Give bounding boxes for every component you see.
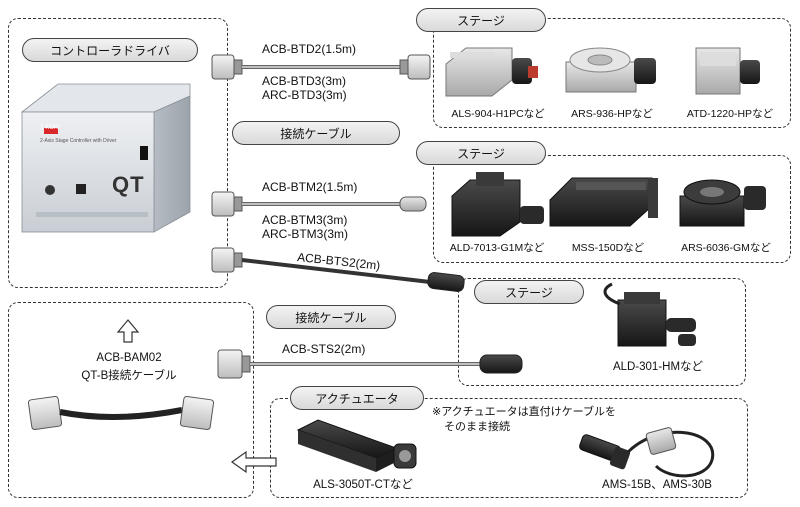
stage-als-904-image: [445, 47, 538, 97]
actuator-label-pill: アクチュエータ: [290, 386, 424, 410]
stage-caption-ars-936: ARS-936-HPなど: [571, 108, 653, 120]
controller-front-badge: Σ KOKI: [40, 125, 60, 131]
controller-front-note: 2-Axis Stage Controller with Driver: [40, 138, 117, 144]
stage-region-2: [433, 155, 791, 263]
bam-cable-region: [8, 302, 254, 498]
bam-cable-image: [27, 395, 215, 431]
left-arrow-icon: [230, 450, 277, 474]
cable-bts-image: [211, 247, 465, 292]
stage-ald-7013-image: [451, 172, 544, 237]
cable-label-arc-btd3: ARC-BTD3(3m): [262, 88, 347, 102]
actuator-caption-ams: AMS-15B、AMS-30B: [602, 479, 712, 491]
actuator-note-line2: そのまま接続: [444, 421, 510, 433]
stage-region-1: [433, 18, 791, 128]
up-arrow-icon: [116, 319, 140, 343]
stage-caption-atd-1220: ATD-1220-HPなど: [686, 108, 774, 120]
stage-label-pill-1: ステージ: [416, 8, 546, 32]
cable-btm-image: [211, 191, 427, 217]
stage-ars-936-image: [565, 47, 656, 93]
stage-label-pill-3: ステージ: [474, 280, 584, 304]
stage-caption-ald-7013: ALD-7013-G1Mなど: [449, 242, 545, 254]
stage-ars-6036-image: [679, 179, 766, 227]
stage-caption-ars-6036: ARS-6036-GMなど: [681, 242, 771, 254]
stage-caption-mss-150d: MSS-150Dなど: [571, 242, 645, 254]
controller-title-pill: コントローラドライバ: [22, 38, 198, 62]
stage-caption-als-904: ALS-904-H1PCなど: [451, 108, 545, 120]
cable-label-arc-btm3: ARC-BTM3(3m): [262, 227, 348, 241]
stage-mss-150d-image: [549, 177, 658, 227]
stage-label-pill-2: ステージ: [416, 141, 546, 165]
controller-unit-image: [20, 83, 191, 233]
cable-label-pill-1: 接続ケーブル: [232, 121, 400, 145]
stage-caption-ald-301: ALD-301-HMなど: [612, 361, 704, 373]
actuator-caption-als-3050t: ALS-3050T-CTなど: [313, 479, 413, 491]
actuator-note-line1: ※アクチュエータは直付けケーブルを: [432, 406, 617, 418]
cable-sts-image: [217, 349, 523, 379]
actuator-region: [270, 398, 748, 498]
cable-label-pill-2: 接続ケーブル: [266, 305, 396, 329]
cable-label-btm3: ACB-BTM3(3m): [262, 213, 348, 227]
bam-cable-desc: QT-B接続ケーブル: [81, 370, 177, 382]
actuator-ams-15b-image: [579, 427, 715, 478]
stage-ald-301-image: [603, 282, 696, 347]
cable-label-btm2: ACB-BTM2(1.5m): [262, 180, 358, 194]
cable-label-btd3: ACB-BTD3(3m): [262, 74, 347, 88]
stage-atd-1220-image: [695, 47, 760, 95]
actuator-als-3050t-image: [296, 419, 417, 472]
stage-region-3: [458, 278, 746, 386]
cable-btd-image: [211, 54, 431, 80]
bam-cable-name: ACB-BAM02: [96, 352, 162, 364]
controller-region: [8, 18, 228, 288]
cable-label-sts2: ACB-STS2(2m): [282, 342, 366, 356]
cable-label-btd2: ACB-BTD2(1.5m): [262, 42, 357, 56]
controller-brand: QT: [112, 172, 145, 197]
